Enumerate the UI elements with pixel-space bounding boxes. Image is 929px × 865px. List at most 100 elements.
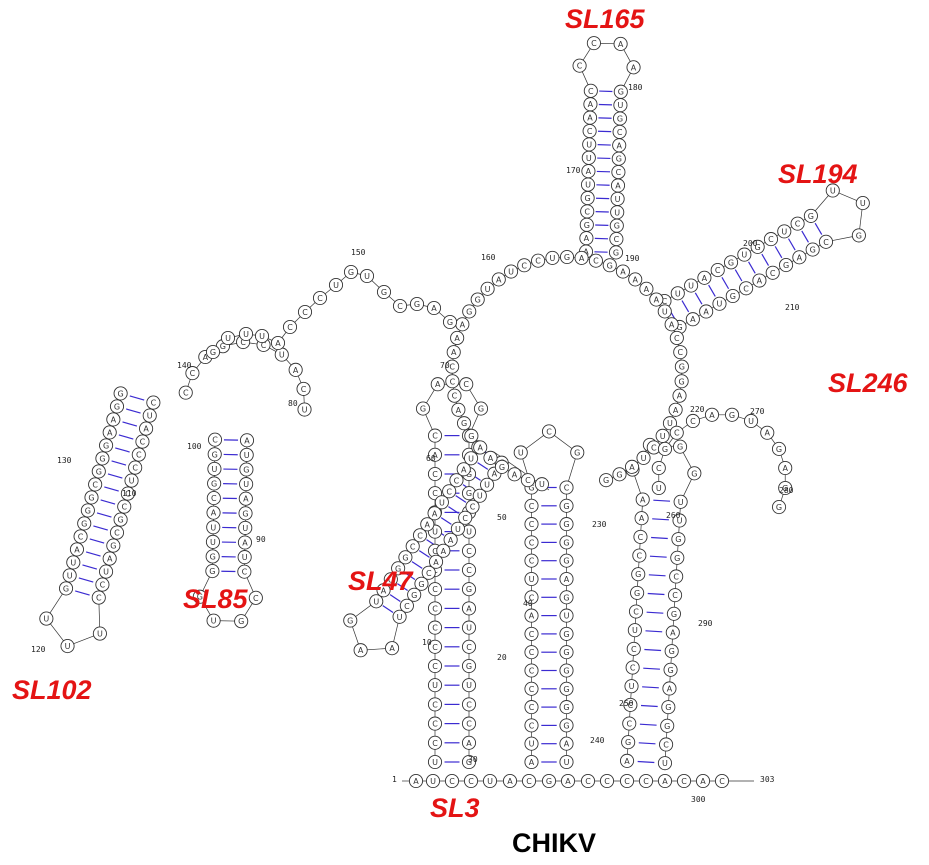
nucleotide: C (427, 658, 443, 674)
svg-text:G: G (466, 585, 472, 594)
nucleotide: A (581, 164, 596, 179)
nucleotide: U (427, 754, 443, 770)
nucleotide: G (409, 296, 425, 312)
svg-text:G: G (729, 411, 735, 420)
nucleotide: C (524, 663, 539, 678)
svg-text:U: U (466, 624, 472, 633)
svg-text:C: C (125, 490, 131, 499)
svg-text:A: A (703, 307, 709, 316)
svg-text:C: C (466, 643, 472, 652)
svg-text:C: C (240, 338, 246, 347)
nucleotide: C (524, 626, 539, 641)
svg-text:U: U (225, 334, 231, 343)
svg-text:A: A (690, 315, 696, 324)
svg-text:G: G (118, 389, 124, 398)
nucleotide: A (574, 250, 589, 265)
svg-text:A: A (413, 777, 419, 786)
nucleotide: C (582, 123, 597, 139)
svg-text:A: A (757, 277, 763, 286)
nucleotide: A (102, 551, 117, 566)
nucleotide: A (507, 467, 522, 482)
svg-text:U: U (487, 777, 493, 786)
svg-text:C: C (616, 168, 622, 177)
svg-text:C: C (672, 591, 678, 600)
nucleotide: G (77, 516, 92, 531)
label-sl194: SL194 (778, 159, 858, 189)
svg-text:G: G (669, 647, 675, 656)
nucleotide: A (270, 335, 286, 351)
nucleotide: C (237, 564, 252, 579)
nucleotide: A (634, 511, 649, 526)
nucleotide: G (239, 462, 254, 477)
nucleotide: G (391, 561, 406, 576)
svg-text:U: U (617, 101, 623, 110)
nucleotide: A (491, 272, 506, 287)
svg-text:C: C (432, 720, 438, 729)
base-pair (644, 648, 662, 652)
nucleotide: A (664, 317, 679, 332)
svg-text:G: G (676, 323, 682, 332)
svg-text:G: G (667, 666, 673, 675)
svg-text:G: G (466, 758, 472, 767)
svg-text:U: U (432, 528, 438, 537)
nucleotide: A (456, 462, 471, 477)
svg-text:C: C (577, 62, 583, 71)
svg-text:C: C (92, 480, 98, 489)
svg-text:G: G (635, 570, 641, 579)
svg-text:A: A (797, 253, 803, 262)
position-marker: 90 (256, 535, 266, 544)
svg-text:G: G (625, 738, 631, 747)
nucleotide: C (442, 484, 457, 499)
nucleotide: G (570, 445, 585, 460)
position-marker: 150 (351, 248, 366, 257)
nucleotide: A (430, 377, 445, 392)
nucleotide: G (462, 304, 477, 319)
svg-text:G: G (808, 212, 814, 221)
nucleotide: C (669, 330, 684, 346)
nucleotide: A (426, 300, 442, 316)
svg-text:A: A (435, 380, 441, 389)
svg-text:U: U (586, 140, 592, 149)
svg-text:A: A (782, 464, 788, 473)
svg-text:U: U (677, 516, 683, 525)
svg-text:G: G (468, 432, 474, 441)
nucleotide: G (612, 111, 628, 126)
svg-text:A: A (529, 612, 535, 621)
nucleotide: G (612, 467, 627, 482)
nucleotide: G (461, 582, 477, 597)
nucleotide: C (427, 620, 443, 635)
nucleotide: G (609, 218, 624, 233)
svg-text:U: U (455, 525, 461, 534)
nucleotide: C (458, 510, 473, 525)
svg-text:C: C (462, 514, 468, 523)
svg-text:A: A (632, 275, 638, 284)
svg-text:G: G (197, 593, 203, 602)
nucleotide: A (672, 388, 687, 403)
nucleotide: U (855, 196, 870, 211)
nucleotide: A (427, 506, 442, 521)
nucleotide: G (661, 700, 676, 715)
base-pair (640, 704, 658, 708)
nucleotide: G (805, 242, 820, 257)
svg-text:G: G (563, 648, 569, 657)
base-pair (637, 760, 655, 764)
svg-text:C: C (454, 476, 460, 485)
svg-text:C: C (317, 294, 323, 303)
svg-text:A: A (461, 465, 467, 474)
svg-text:G: G (85, 506, 91, 515)
nucleotide: G (630, 585, 645, 600)
svg-text:C: C (470, 503, 476, 512)
nucleotide: G (559, 590, 574, 605)
svg-text:U: U (529, 740, 535, 749)
svg-text:A: A (765, 429, 771, 438)
nucleotide: G (91, 464, 106, 479)
nucleotide: G (58, 581, 74, 596)
svg-text:G: G (563, 630, 569, 639)
svg-text:G: G (88, 493, 94, 502)
nucleotide: G (84, 490, 99, 505)
nucleotide: U (238, 520, 253, 535)
svg-text:U: U (508, 268, 514, 277)
svg-text:U: U (748, 417, 754, 426)
svg-text:A: A (564, 740, 570, 749)
